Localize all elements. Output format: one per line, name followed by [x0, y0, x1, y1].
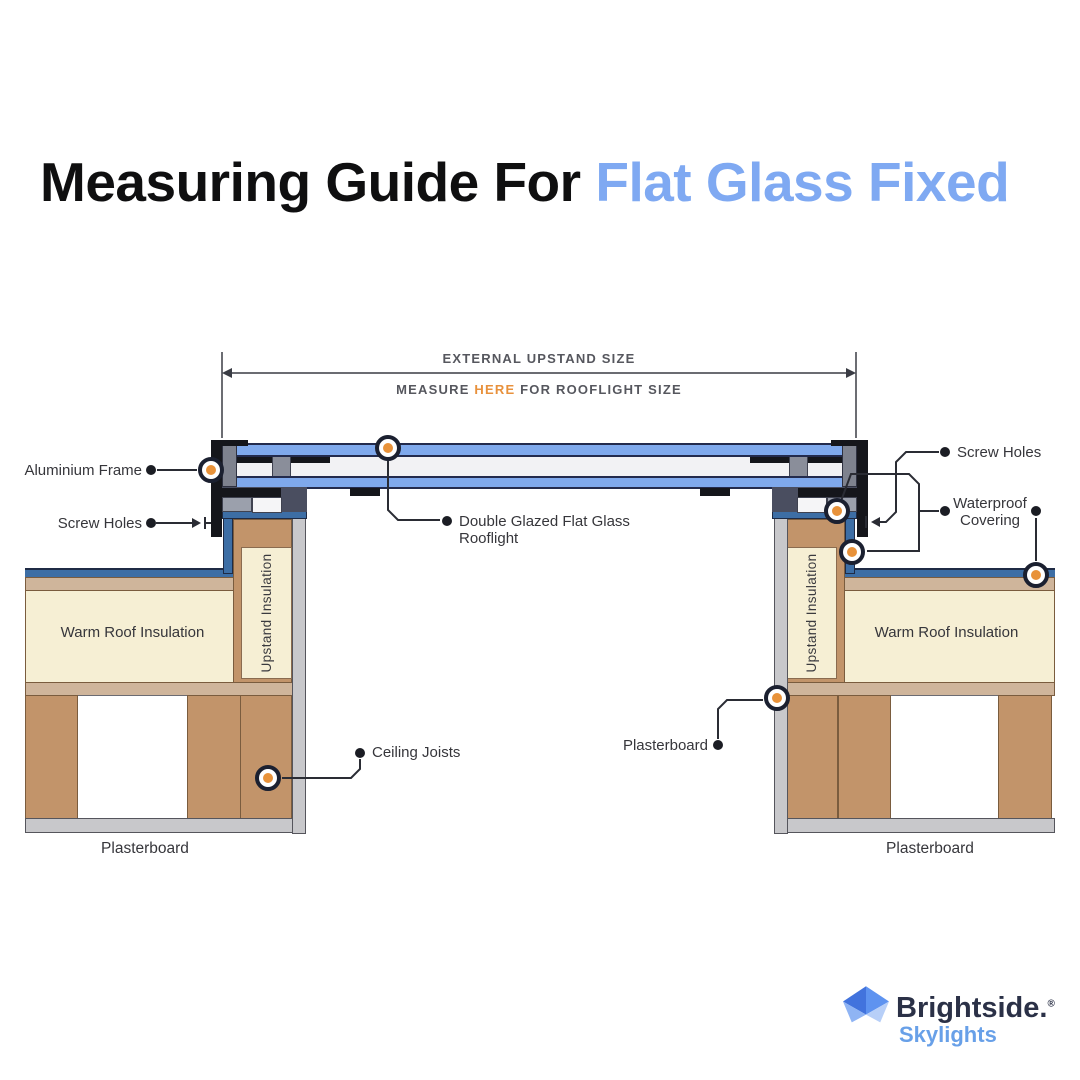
upstand-stud-right-lower: [786, 695, 838, 819]
callout-plasterboard: Plasterboard: [622, 737, 708, 754]
logo-subtitle: Skylights: [899, 1022, 997, 1047]
glazing-spacer-block-right: [789, 456, 808, 477]
callout-screw-holes-right: Screw Holes: [957, 444, 1042, 461]
warm-roof-insulation-left-block: [25, 590, 240, 683]
dot-screw-holes-right: [940, 447, 950, 457]
frame-cap-right: [831, 440, 857, 446]
roof-deck-left: [25, 577, 240, 591]
upstand-insulation-left-block: [241, 547, 292, 679]
glazing-gasket-left: [350, 488, 380, 496]
ceiling-joist-right-2: [998, 695, 1052, 819]
marker-dot-icon: [263, 773, 273, 783]
external-upstand-size-label: EXTERNAL UPSTAND SIZE: [442, 351, 636, 366]
plasterboard-bottom-left-label: Plasterboard: [101, 840, 189, 857]
plasterboard-bottom-right-label: Plasterboard: [886, 840, 974, 857]
glass-pane-top: [237, 443, 843, 457]
arrowhead-screw-right: [871, 517, 880, 527]
warm-roof-insulation-right-label: Warm Roof Insulation: [874, 624, 1019, 641]
roof-deck-right: [838, 577, 1055, 591]
frame-cladding-right: [857, 440, 868, 537]
marker-dot-icon: [206, 465, 216, 475]
leader-screw-holes-right: [878, 451, 939, 523]
upstand-insulation-right-label: Upstand Insulation: [804, 553, 819, 673]
waterproof-line2: Covering: [959, 512, 1021, 529]
dot-ceiling-joists: [355, 748, 365, 758]
measure-suffix: FOR ROOFLIGHT SIZE: [520, 382, 682, 397]
dot-screw-holes-left: [146, 518, 156, 528]
marker-covering-upstand: [839, 539, 865, 565]
frame-seal-right: [798, 488, 866, 498]
logo-facet-right-bottom: [866, 1001, 889, 1023]
title-prefix: Measuring Guide For: [40, 151, 581, 213]
frame-chamber-right: [797, 497, 827, 513]
ceiling-joist-right-1: [838, 695, 891, 819]
dimension-arrowhead-right: [846, 368, 856, 378]
plasterboard-right-strip: [774, 818, 1055, 833]
upstand-insulation-right-block: [786, 547, 837, 679]
waterproof-covering-left-vertical: [223, 516, 233, 574]
frame-cladding-left: [211, 440, 222, 537]
measure-prefix: MEASURE: [396, 382, 470, 397]
arrowhead-screw-left: [192, 518, 201, 528]
logo-facet-left-top: [843, 986, 866, 1015]
leader-plasterboard: [717, 699, 763, 739]
callout-screw-holes-left: Screw Holes: [57, 515, 142, 532]
title-highlight: Flat Glass Fixed: [595, 151, 1010, 213]
frame-side-left: [222, 441, 237, 487]
marker-dot-icon: [772, 693, 782, 703]
marker-covering-roof: [1023, 562, 1049, 588]
marker-ceiling-joist: [255, 765, 281, 791]
frame-thermal-break-left: [222, 497, 252, 512]
double-glazed-line1: Double Glazed Flat Glass: [459, 513, 630, 530]
dot-double-glazed: [442, 516, 452, 526]
plasterboard-left-strip: [25, 818, 306, 833]
logo-facet-left-bottom: [843, 1001, 866, 1023]
upstand-insulation-left-label: Upstand Insulation: [259, 553, 274, 673]
marker-glass: [375, 435, 401, 461]
callout-ceiling-joists: Ceiling Joists: [372, 744, 461, 761]
registered-mark: ®: [1047, 998, 1055, 1010]
logo-brand-name: Brightside.®: [896, 992, 1055, 1025]
ceiling-joist-left-2: [187, 695, 241, 819]
marker-aluminium-frame: [198, 457, 224, 483]
frame-cap-left: [222, 440, 248, 446]
marker-dot-icon: [847, 547, 857, 557]
marker-dot-icon: [832, 506, 842, 516]
double-glazed-line2: Rooflight: [459, 530, 519, 547]
warm-roof-insulation-left-label: Warm Roof Insulation: [60, 624, 205, 641]
marker-dot-icon: [1031, 570, 1041, 580]
logo-facet-right-top: [866, 986, 889, 1015]
marker-dot-icon: [383, 443, 393, 453]
dimension-arrowhead-left: [222, 368, 232, 378]
plasterboard-right-vertical: [774, 516, 788, 834]
glass-pane-bottom: [237, 476, 843, 489]
brightside-logo-icon: [843, 986, 889, 1023]
page-title: Measuring Guide For Flat Glass Fixed: [40, 150, 1045, 214]
glazing-gasket-right: [700, 488, 730, 496]
marker-covering-under-frame: [824, 498, 850, 524]
measure-here-label: MEASURE HERE FOR ROOFLIGHT SIZE: [289, 382, 789, 397]
measure-highlight: HERE: [474, 382, 516, 397]
upstand-stud-left-lower: [240, 695, 292, 819]
dot-plasterboard: [713, 740, 723, 750]
frame-seal-left: [213, 488, 281, 498]
glazing-spacer-block-left: [272, 456, 291, 477]
callout-aluminium-frame: Aluminium Frame: [24, 462, 142, 479]
waterproof-line1: Waterproof: [953, 495, 1027, 512]
ceiling-joist-left-1: [25, 695, 78, 819]
warm-roof-insulation-right-block: [838, 590, 1055, 683]
frame-chamber-left: [252, 497, 282, 513]
dot-aluminium-frame: [146, 465, 156, 475]
plasterboard-left-vertical: [292, 516, 306, 834]
marker-plasterboard: [764, 685, 790, 711]
logo-brand-text: Brightside.: [896, 992, 1048, 1024]
frame-side-right: [842, 441, 857, 487]
